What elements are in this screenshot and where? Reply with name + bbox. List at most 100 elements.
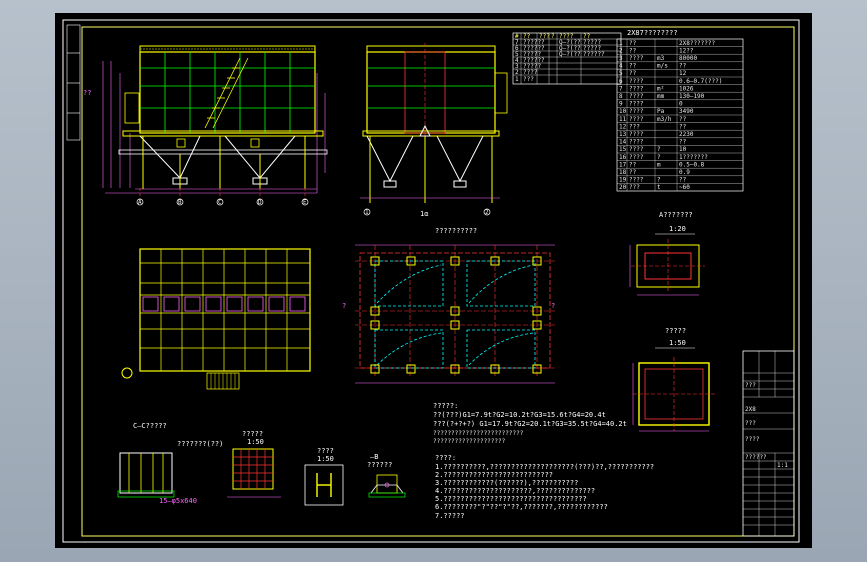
parts-row-cell: 3 bbox=[515, 63, 519, 70]
detail-f-title: ?????? bbox=[367, 461, 392, 469]
parts-row-cell: 6 bbox=[515, 45, 519, 52]
spec-cell: 12 bbox=[679, 70, 687, 77]
spec-cell: 3 bbox=[619, 55, 623, 62]
spec-cell: 3490 bbox=[679, 108, 694, 115]
detail-f: —B ?????? bbox=[367, 453, 406, 498]
spec-cell: 130—190 bbox=[679, 93, 705, 100]
section-a-title: A??????? bbox=[659, 211, 693, 219]
spec-cell: 18 bbox=[619, 169, 627, 176]
spec-cell: 2230 bbox=[679, 131, 694, 138]
section-a-scale: 1:20 bbox=[669, 225, 686, 233]
spec-cell: ? bbox=[657, 146, 661, 153]
spec-cell: ?? bbox=[679, 116, 687, 123]
spec-cell: ?? bbox=[679, 177, 687, 184]
parts-col-note: ?? bbox=[583, 33, 591, 40]
load-note-2: ???(?+?+?) G1=17.9t?G2=20.1t?G3=35.5t?G4… bbox=[433, 420, 627, 428]
spec-cell: 0 bbox=[679, 101, 683, 108]
spec-cell: ?? bbox=[629, 161, 637, 168]
tech-note-7: 7.????? bbox=[435, 512, 465, 520]
detail-e-title: ???? bbox=[317, 447, 334, 455]
detail-c: C—C????? ???????(??) 15—φ5x640 bbox=[117, 422, 223, 505]
parts-row-cell: 1 bbox=[515, 76, 519, 83]
detail-e: ???? 1:50 bbox=[304, 447, 344, 506]
spec-cell: 7 bbox=[619, 85, 623, 92]
spec-cell: 13 bbox=[619, 131, 627, 138]
spec-cell: 20 bbox=[619, 184, 627, 191]
detail-d: ????? 1:50 bbox=[227, 430, 281, 498]
parts-row-cell: Q—?(?? bbox=[559, 51, 581, 58]
parts-row-cell: 2 bbox=[515, 69, 519, 76]
plan-row-label-a: ? bbox=[342, 302, 346, 310]
spec-cell: ~60 bbox=[679, 184, 690, 191]
parts-col-material: ???? bbox=[559, 33, 574, 40]
title-row3: ??? bbox=[745, 420, 756, 427]
section-a: A??????? 1:20 bbox=[629, 211, 705, 296]
spec-cell: ?? bbox=[679, 139, 687, 146]
spec-cell: 15 bbox=[619, 146, 627, 153]
parts-col-qty: ? bbox=[551, 33, 555, 40]
parts-row-cell: Q—?(?? bbox=[559, 39, 581, 46]
parts-row-cell: Q—?(?? bbox=[559, 45, 581, 52]
spec-cell: ??? bbox=[629, 184, 640, 191]
spec-cell: ? bbox=[657, 154, 661, 161]
parts-row-cell: ?????? bbox=[523, 57, 545, 64]
spec-cell: ???? bbox=[629, 93, 644, 100]
outer-frame bbox=[62, 19, 800, 543]
front-elevation: ?? bbox=[83, 45, 328, 206]
foundation-plan: ?????????? bbox=[342, 227, 555, 384]
spec-cell: ?? bbox=[629, 63, 637, 70]
spec-cell: ???? bbox=[629, 146, 644, 153]
plan-view bbox=[121, 248, 311, 390]
spec-cell: 2 bbox=[619, 47, 623, 54]
parts-row-cell: ?????? bbox=[583, 51, 605, 58]
spec-cell: 4 bbox=[619, 63, 623, 70]
table-title: 2X87???????? bbox=[627, 29, 678, 37]
parts-row-cell: ????? bbox=[523, 51, 541, 58]
spec-cell: 16 bbox=[619, 154, 627, 161]
spec-cell: 0.6—0.7(???) bbox=[679, 78, 722, 85]
detail-d-scale: 1:50 bbox=[247, 438, 264, 446]
front-axis-b: B bbox=[178, 199, 182, 206]
spec-cell: m bbox=[657, 161, 661, 168]
spec-cell: ???? bbox=[629, 85, 644, 92]
section-b-scale: 1:50 bbox=[669, 339, 686, 347]
inner-frame bbox=[81, 26, 795, 537]
spec-cell: mm bbox=[657, 93, 665, 100]
parts-row-cell: ????? bbox=[583, 45, 601, 52]
title-row5: ?????? bbox=[745, 454, 767, 461]
title-sheet: 1:1 bbox=[777, 462, 788, 469]
tech-note-1: 1.??????????,????????????????????(???)??… bbox=[435, 463, 654, 471]
spec-cell: 14 bbox=[619, 139, 627, 146]
title-row4: ???? bbox=[745, 436, 760, 443]
parts-row-cell: ????? bbox=[523, 63, 541, 70]
spec-cell: ?? bbox=[679, 63, 687, 70]
parts-table: # ?? ??? ? ???? ?? 7 ?????? Q—?(?? ?????… bbox=[512, 32, 622, 85]
spec-cell: 0.5—0.8 bbox=[679, 161, 705, 168]
spec-cell: ???? bbox=[629, 139, 644, 146]
spec-cell: 80000 bbox=[679, 55, 697, 62]
plan-title: ?????????? bbox=[435, 227, 477, 235]
spec-cell: Pa bbox=[657, 108, 665, 115]
parts-rows: 7 ?????? Q—?(?? ????? 6 ?????? Q—?(?? ??… bbox=[515, 39, 605, 83]
parts-row-cell: ?????? bbox=[523, 39, 545, 46]
spec-cell: 8 bbox=[619, 93, 623, 100]
spec-cell: ?? bbox=[629, 169, 637, 176]
spec-cell: 17 bbox=[619, 161, 627, 168]
spec-table: 2X87???????? 1??2X8???????2??12??3????m3… bbox=[616, 29, 744, 192]
spec-cell: 12 bbox=[619, 123, 627, 130]
detail-c-dim: 15—φ5x640 bbox=[159, 497, 197, 505]
title-row2: 2X8 bbox=[745, 406, 756, 413]
front-axis-e: E bbox=[303, 199, 307, 206]
side-axis-2: 2 bbox=[485, 209, 489, 216]
parts-row-cell: ??? bbox=[523, 76, 534, 83]
parts-row-cell: ???? bbox=[523, 69, 538, 76]
tech-note-4: 4.?????????????????????,?????????????? bbox=[435, 487, 595, 495]
load-notes: ?????: ??(???)G1=7.9t?G2=10.2t?G3=15.6t?… bbox=[433, 402, 627, 445]
tech-note-6: 6.????????"?"??"?"??,???????,???????????… bbox=[435, 503, 608, 511]
spec-cell: 9 bbox=[619, 101, 623, 108]
spec-cell: ?? bbox=[679, 123, 687, 130]
binding-margin bbox=[66, 24, 81, 141]
load-note-0: ?????: bbox=[433, 402, 458, 410]
spec-cell: ??? bbox=[629, 123, 640, 130]
